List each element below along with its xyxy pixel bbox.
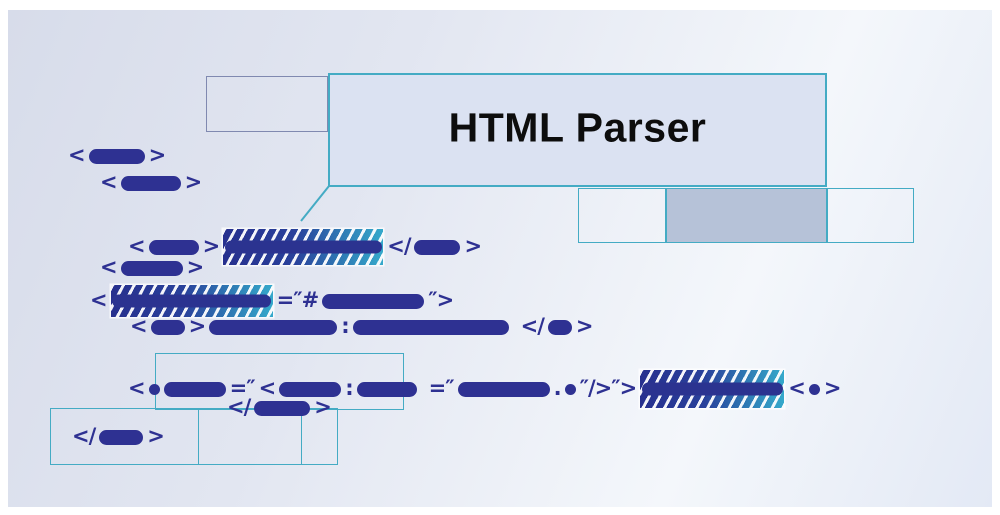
code-line-6: < >: </ > [130,314,594,338]
redacted-pill [120,261,183,276]
parser-callout: HTML Parser [328,73,827,187]
code-token: < [130,314,148,338]
code-token: < [90,287,108,312]
redacted-pill [457,381,550,397]
code-token: > [186,255,205,279]
redacted-char [564,383,576,395]
code-token: > [184,170,203,194]
code-line-7: <=″<:=″.″/>″><> [128,370,842,408]
code-token: </ [72,424,96,448]
redacted-char [808,383,820,395]
code-token: < [258,375,277,400]
redacted-pill [209,320,338,335]
code-token: < [128,375,146,400]
code-token: </ [227,395,251,419]
code-token: > [147,424,165,448]
code-token: > [148,143,167,167]
code-line-3: < > </ > [128,229,482,265]
code-line-8: </ > [227,395,332,419]
highlighted-redacted-bar [223,229,384,265]
redacted-pill [279,381,342,397]
code-line-4: <> [100,255,205,279]
code-token: </ [520,314,545,338]
redacted-pill [163,381,226,397]
code-token: > [188,314,207,338]
redacted-pill [356,381,417,397]
redacted-pill [254,401,311,416]
code-token: =″# [276,287,320,312]
cell-middle [666,188,827,243]
code-token: > [464,233,482,258]
highlighted-redacted-bar [640,370,785,408]
code-line-2: <> [100,170,203,194]
grid-divider [301,409,302,464]
code-token: =″ [428,375,455,400]
bottom-grid-box [50,408,338,465]
redacted-pill [120,176,181,191]
redacted-pill [322,293,425,309]
code-token: < [68,143,86,167]
code-token: ″/>″> [579,375,638,400]
highlighted-redacted-bar [110,285,273,317]
code-token: > [575,314,594,338]
code-line-9: </ > [72,424,165,448]
redacted-pill [99,430,144,445]
code-token: > [202,233,221,258]
code-line-1: <> [68,143,167,167]
code-token: : [345,375,353,400]
code-token: < [100,170,118,194]
grid-divider [198,409,199,464]
redacted-char [148,383,160,395]
code-token: ″> [428,287,454,312]
cell-left [578,188,666,243]
parser-title: HTML Parser [448,104,707,151]
code-token: > [314,395,332,419]
code-token: </ [387,233,411,258]
redacted-pill [547,320,572,335]
redacted-pill [88,149,145,164]
code-token: > [823,375,842,400]
cell-right [827,188,914,243]
code-token: =″ [229,375,256,400]
redacted-pill [148,239,199,255]
code-token: < [128,233,146,258]
code-token: < [788,375,806,400]
code-token: . [553,375,562,400]
redacted-pill [352,320,509,335]
redacted-pill [414,239,461,255]
code-token: : [341,314,349,338]
redacted-pill [150,320,185,335]
attach-box [206,76,328,132]
code-line-5: < =″# ″> [90,285,454,317]
code-token: < [100,255,118,279]
